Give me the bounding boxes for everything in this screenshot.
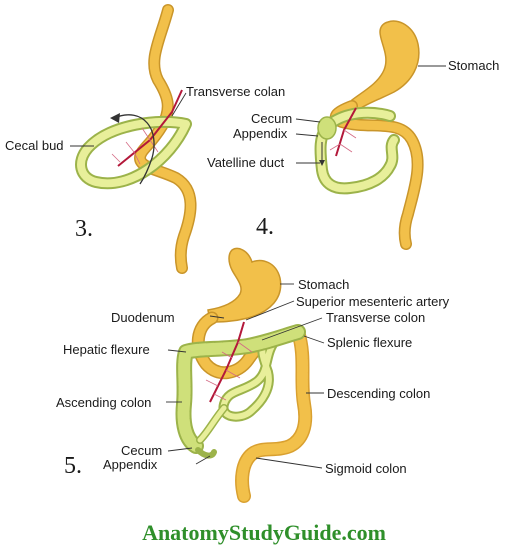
stage-5-leader-duodenum: [209, 315, 225, 319]
label-descending-colon: Descending colon: [327, 386, 430, 401]
stage-3-leader-transverse-colan: [171, 92, 187, 117]
stage-5-leader-appendix: [195, 455, 211, 465]
label-stage-4-stomach: Stomach: [448, 58, 499, 73]
stage-5-terminal-ileum-fill: [197, 405, 227, 443]
stage-5-figure: [166, 247, 325, 503]
label-transverse-colon: Transverse colon: [326, 310, 425, 325]
stage-5-number: 5.: [64, 453, 82, 479]
stage-5-stomach: [207, 247, 282, 323]
stage-3-midgut-loop-fill: [77, 117, 190, 188]
stage-3-artery: [117, 89, 183, 167]
label-hepatic-flexure: Hepatic flexure: [63, 342, 150, 357]
stage-4-stomach: [351, 20, 420, 112]
stage-4-colon-loop-fill: [316, 108, 398, 193]
label-stage-4-vatelline-duct: Vatelline duct: [207, 155, 284, 170]
stage-4-leader-appendix: [295, 133, 319, 137]
label-ascending-colon: Ascending colon: [56, 395, 151, 410]
stage-4-artery-branches: [329, 129, 357, 153]
stage-4-leader-cecum: [295, 118, 321, 123]
watermark: AnatomyStudyGuide.com: [142, 520, 386, 545]
stage-5-small-intestine-fill: [220, 337, 279, 420]
label-splenic-flexure: Splenic flexure: [327, 335, 412, 350]
label-sigmoid-colon: Sigmoid colon: [325, 461, 407, 476]
label-stage-4-cecum: Cecum: [251, 111, 292, 126]
stage-4-cecum: [317, 116, 337, 140]
label-stage-4-appendix: Appendix: [233, 126, 288, 141]
label-cecal-bud: Cecal bud: [5, 138, 64, 153]
stage-5-leader-sma: [245, 300, 295, 321]
stage-3-figure: [70, 4, 197, 274]
stage-5-descending-colon-fill: [236, 326, 311, 502]
stage-5-leader-splenic: [303, 335, 325, 344]
stage-4-figure: [295, 20, 446, 250]
stage-3-gut-tube-fill: [135, 5, 196, 273]
stage-3-rotation-arrow: [113, 114, 155, 185]
stage-4-vitelline-arrow-head: [319, 160, 325, 166]
label-stage-5-cecum: Cecum: [121, 443, 162, 458]
stage-5-leader-sigmoid: [255, 457, 323, 469]
stage-5-leader-hepatic: [167, 349, 187, 353]
stage-3-rotation-arrow-head: [110, 113, 120, 123]
stage-5-leader-cecum: [167, 447, 193, 452]
stage-5-leader-transverse: [261, 317, 323, 341]
label-superior-mesenteric-artery: Superior mesenteric artery: [296, 294, 450, 309]
stage-4-number: 4.: [256, 214, 274, 240]
label-duodenum: Duodenum: [111, 310, 175, 325]
stage-3-number: 3.: [75, 216, 93, 242]
label-stage-5-appendix: Appendix: [103, 457, 158, 472]
label-stage-5-stomach: Stomach: [298, 277, 349, 292]
stage-5-appendix: [195, 447, 217, 459]
label-transverse-colan: Transverse colan: [186, 84, 285, 99]
stage-5-artery-branches: [205, 341, 253, 401]
